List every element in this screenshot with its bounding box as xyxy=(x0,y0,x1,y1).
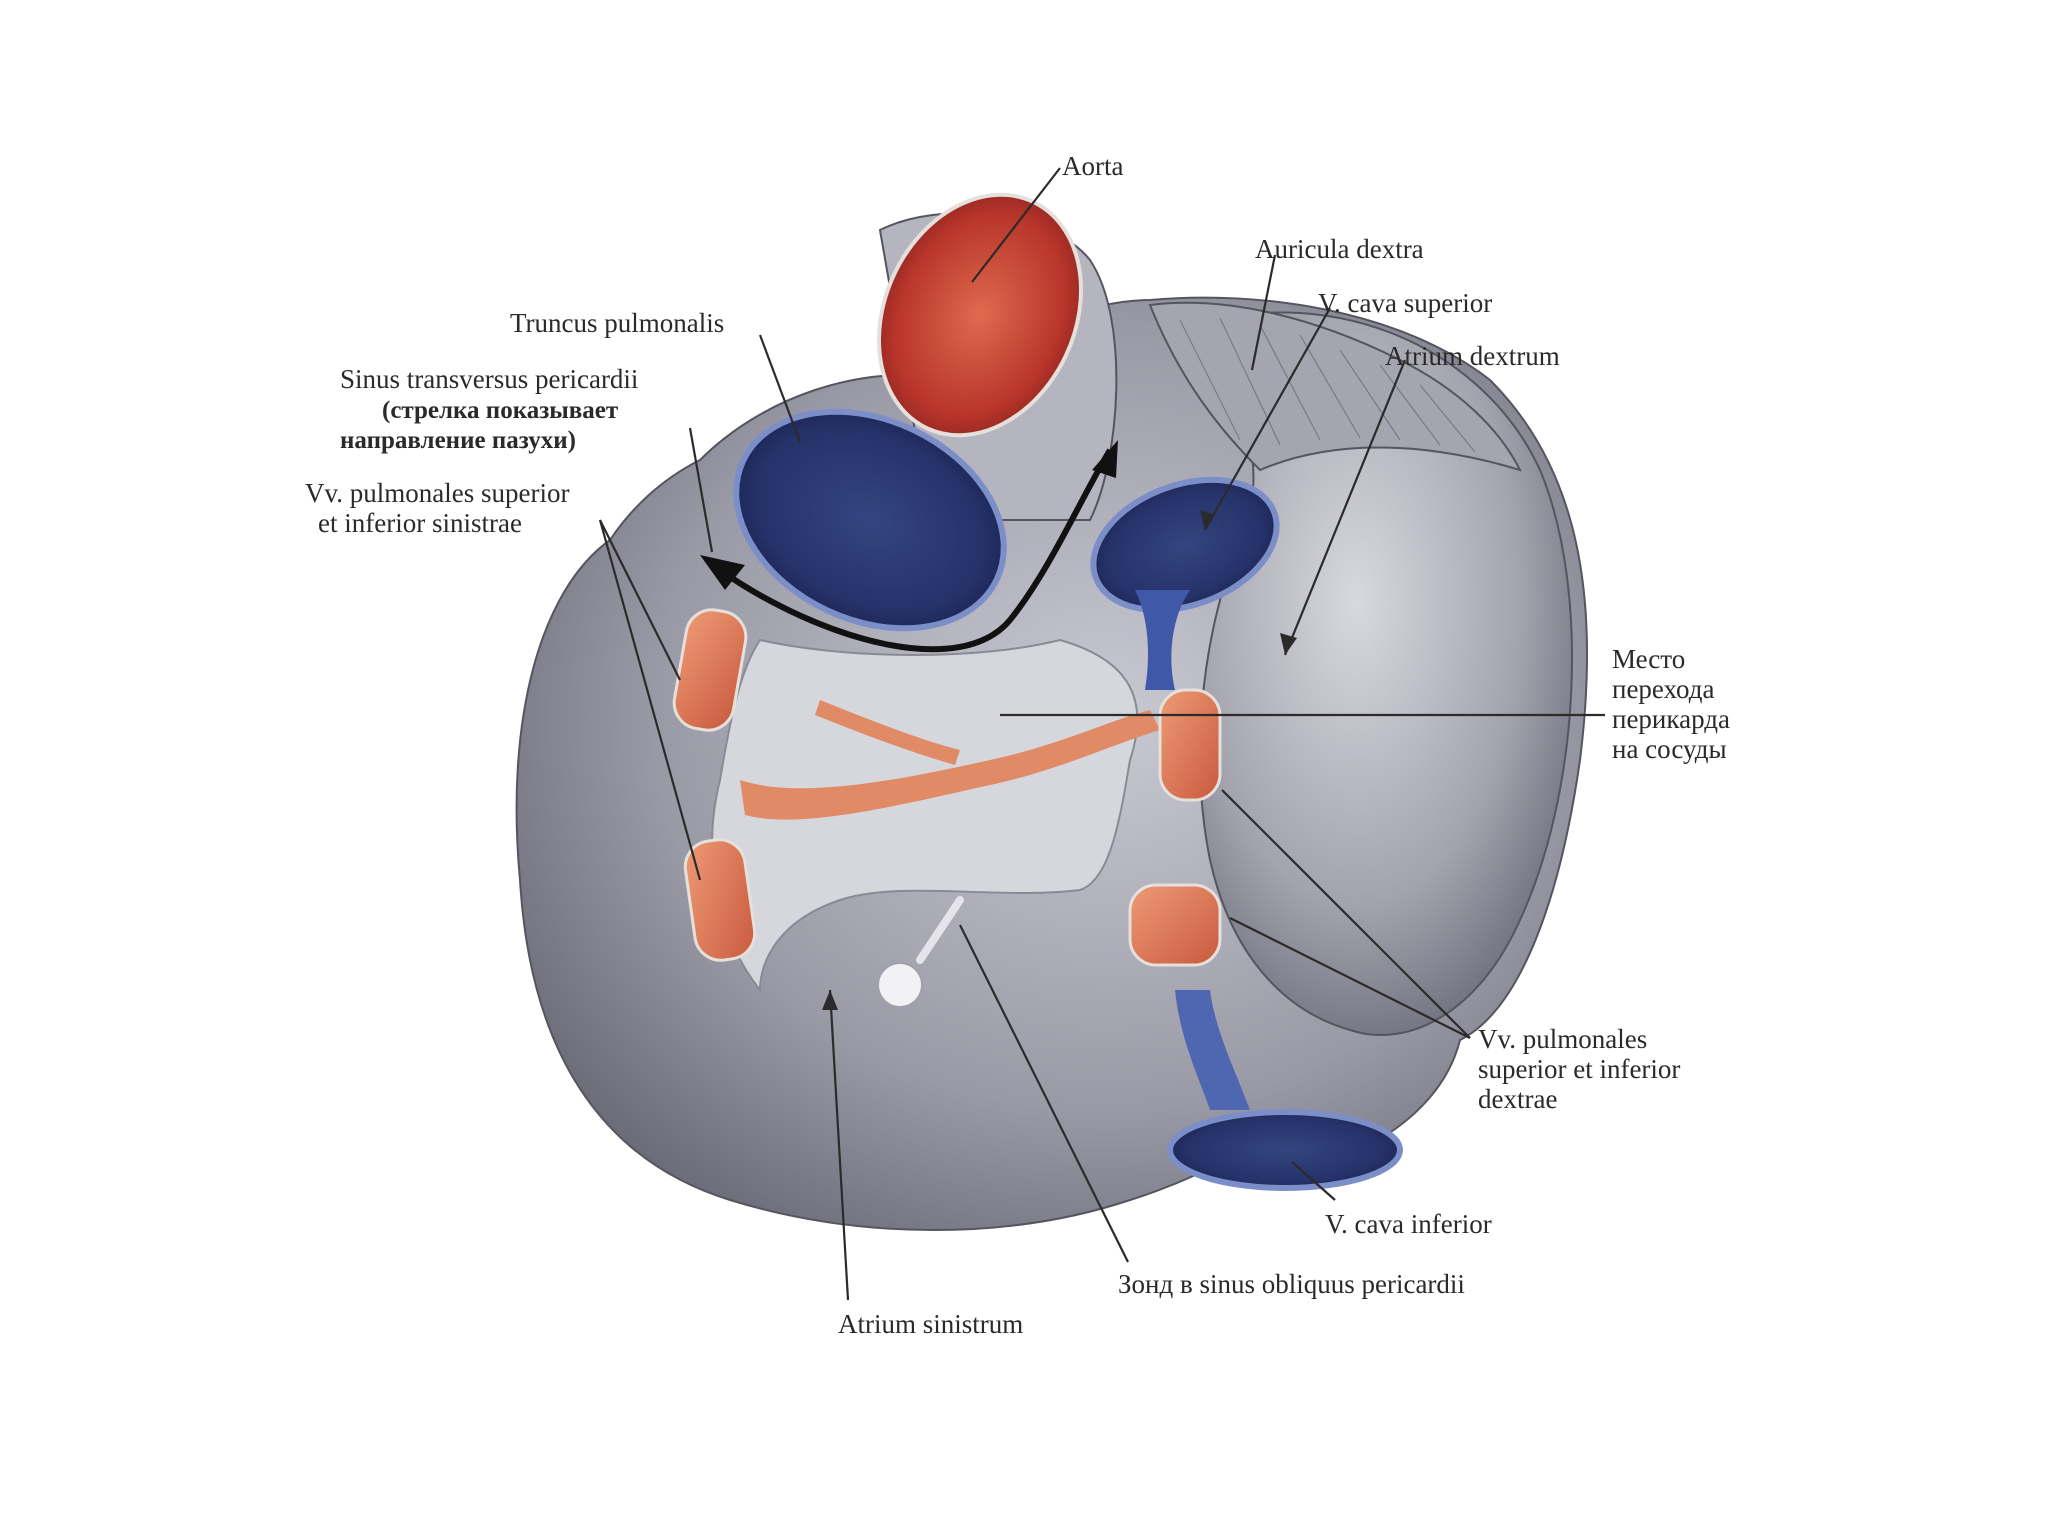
label-mesto-2: перехода xyxy=(1612,674,1714,704)
auricula-striations xyxy=(1179,317,1476,453)
probe-tip xyxy=(877,962,923,1008)
v-cava-inferior-lumen xyxy=(1167,1109,1403,1191)
label-atrium-sinistrum: Atrium sinistrum xyxy=(838,1309,1023,1339)
v-cava-superior-stem xyxy=(1135,590,1190,690)
v-cava-superior-lumen xyxy=(1090,476,1280,614)
label-auricula-dextra: Auricula dextra xyxy=(1255,234,1424,264)
label-zond: Зонд в sinus obliquus pericardii xyxy=(1118,1269,1465,1299)
label-sinus-transversus-1: Sinus transversus pericardii xyxy=(340,364,638,394)
label-atrium-dextrum: Atrium dextrum xyxy=(1385,341,1560,371)
label-aorta: Aorta xyxy=(1062,151,1123,181)
probe xyxy=(916,896,964,964)
pulmonary-vein-branch-2 xyxy=(815,700,960,765)
label-sinus-transversus-2: (стрелка показывает xyxy=(382,397,618,424)
vv-pulmonales-dextrae-inferior xyxy=(1128,883,1222,967)
v-cava-inferior-stem xyxy=(1175,990,1250,1110)
label-vv-pulm-dextrae-1: Vv. pulmonales xyxy=(1478,1024,1647,1054)
label-mesto-3: перикарда xyxy=(1612,704,1730,734)
pulmonary-vein-branch xyxy=(740,710,1160,820)
label-mesto-1: Место xyxy=(1612,644,1685,674)
label-mesto-4: на сосуды xyxy=(1612,734,1727,764)
label-v-cava-inferior: V. cava inferior xyxy=(1325,1209,1492,1239)
leader-lines xyxy=(598,167,1605,1301)
vv-pulmonales-dextrae-superior xyxy=(1158,688,1222,802)
pericardial-reflection xyxy=(711,638,1139,993)
label-vv-pulm-sinistrae-1: Vv. pulmonales superior xyxy=(305,478,569,508)
vv-pulmonales-sinistrae-inferior xyxy=(683,838,757,962)
label-vv-pulm-dextrae-2: superior et inferior xyxy=(1478,1054,1680,1084)
label-vv-pulm-sinistrae-2: et inferior sinistrae xyxy=(318,508,522,538)
label-sinus-transversus-3: направление пазухи) xyxy=(340,427,576,454)
vv-pulmonales-sinistrae-superior xyxy=(672,608,748,732)
truncus-pulmonalis-lumen xyxy=(733,408,1007,632)
arrow-head-right xyxy=(1092,440,1118,478)
sinus-transversus-arrow xyxy=(718,448,1113,653)
label-truncus-pulmonalis: Truncus pulmonalis xyxy=(510,308,724,338)
label-v-cava-superior: V. cava superior xyxy=(1318,288,1492,318)
arrow-head-left xyxy=(700,555,745,590)
label-vv-pulm-dextrae-3: dextrae xyxy=(1478,1084,1557,1114)
